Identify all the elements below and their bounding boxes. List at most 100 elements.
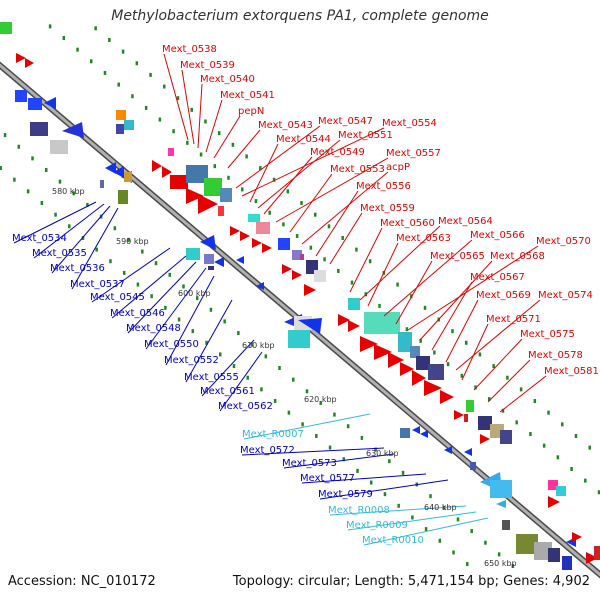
reverse-gene-label-leader — [283, 453, 395, 469]
gene-arrow-forward — [586, 552, 598, 564]
reverse-gene-label: Mext_0555 — [184, 372, 239, 383]
reverse-gene-label: Mext_0577 — [300, 473, 355, 484]
guide-dot — [574, 433, 578, 438]
reverse-gene-label: Mext_0548 — [126, 323, 181, 334]
gene-block — [0, 22, 12, 34]
gene-block — [100, 180, 104, 188]
guide-dot — [488, 397, 491, 402]
guide-dot — [135, 61, 139, 66]
guide-dot — [423, 305, 427, 310]
gene-arrow-reverse — [496, 500, 506, 508]
gene-arrow-forward — [548, 496, 560, 508]
guide-dot — [396, 282, 399, 287]
guide-dot — [44, 168, 48, 173]
forward-gene-label-leader — [487, 359, 531, 403]
guide-dot — [452, 550, 455, 555]
rna-gene-label: Mext_R0010 — [362, 535, 424, 546]
reverse-gene-label: Mext_0545 — [90, 292, 145, 303]
guide-dot — [199, 152, 203, 157]
guide-dot — [3, 133, 7, 138]
guide-dot — [561, 422, 564, 427]
guide-dot — [204, 119, 207, 124]
guide-dot — [209, 307, 213, 312]
gene-arrow-forward — [262, 243, 272, 253]
guide-dot — [72, 191, 75, 196]
guide-dot — [172, 129, 175, 134]
gene-block — [502, 520, 510, 530]
guide-dot — [374, 447, 377, 452]
forward-gene-label: Mext_0574 — [538, 290, 593, 301]
reverse-gene-label-leader — [127, 261, 197, 334]
reverse-gene-label-leader — [91, 247, 171, 303]
guide-dot — [232, 364, 236, 369]
guide-dot — [149, 72, 152, 77]
forward-gene-label: Mext_0544 — [276, 134, 331, 145]
gene-arrow-reverse — [44, 97, 56, 109]
gene-block — [400, 428, 410, 438]
guide-dot — [260, 387, 263, 392]
reverse-gene-label: Mext_0546 — [110, 308, 165, 319]
guide-dot — [268, 210, 271, 215]
gene-arrow-reverse — [236, 256, 244, 264]
guide-dot — [13, 177, 16, 182]
forward-gene-label-leader — [419, 260, 493, 341]
gene-block — [314, 270, 326, 282]
guide-dot — [259, 166, 262, 171]
forward-gene-label: Mext_0540 — [200, 74, 255, 85]
reverse-gene-label: Mext_0537 — [70, 279, 125, 290]
guide-dot — [350, 280, 354, 285]
forward-gene-label: Mext_0567 — [470, 272, 525, 283]
forward-gene-label: Mext_0551 — [338, 130, 393, 141]
guide-dot — [323, 257, 326, 262]
guide-dot — [17, 144, 21, 149]
guide-dot — [446, 362, 450, 367]
guide-dot — [103, 70, 107, 75]
guide-dot — [456, 517, 460, 522]
guide-dot — [31, 156, 34, 161]
forward-gene-label: Mext_0563 — [396, 233, 451, 244]
guide-dot — [295, 234, 299, 239]
reverse-gene-label: Mext_0579 — [318, 489, 373, 500]
gene-block — [534, 542, 552, 560]
gene-arrow-forward — [440, 390, 454, 404]
guide-dot — [86, 202, 89, 207]
guide-dot — [433, 350, 436, 355]
gene-block — [556, 486, 566, 496]
gene-block — [28, 98, 42, 110]
guide-dot — [497, 552, 501, 557]
gene-block — [594, 546, 600, 560]
feature-track — [0, 22, 600, 570]
scale-tick-label: 650 kbp — [484, 559, 517, 568]
gene-block — [124, 172, 132, 182]
gene-arrow-reverse — [200, 235, 216, 250]
guide-dot — [368, 259, 372, 264]
gene-arrow-forward — [152, 160, 162, 172]
forward-gene-label: Mext_0566 — [470, 230, 525, 241]
forward-gene-label-leader — [367, 242, 399, 307]
guide-dot — [542, 443, 546, 448]
guide-dot — [388, 459, 391, 464]
guide-dot — [95, 247, 98, 252]
reverse-gene-label-leader — [201, 339, 255, 397]
reverse-gene-label-leader — [145, 267, 207, 350]
gene-block — [30, 122, 48, 136]
gene-block — [15, 90, 27, 102]
reverse-gene-label: Mext_0534 — [12, 233, 67, 244]
guide-dot — [286, 189, 290, 194]
scale-tick-label: 580 kbp — [52, 187, 85, 196]
reverse-gene-label: Mext_0562 — [218, 401, 273, 412]
guide-dot — [127, 237, 130, 242]
reverse-gene-label-leader — [219, 351, 263, 412]
guide-dot — [529, 432, 532, 437]
guide-dot — [90, 59, 93, 64]
guide-dot — [346, 424, 350, 429]
guide-dot — [217, 131, 221, 136]
gene-arrow-reverse — [214, 257, 224, 267]
guide-dot — [383, 492, 387, 497]
forward-gene-label: Mext_0557 — [386, 148, 441, 159]
guide-dot — [273, 399, 277, 404]
guide-dot — [451, 329, 454, 334]
guide-dot — [466, 562, 469, 567]
